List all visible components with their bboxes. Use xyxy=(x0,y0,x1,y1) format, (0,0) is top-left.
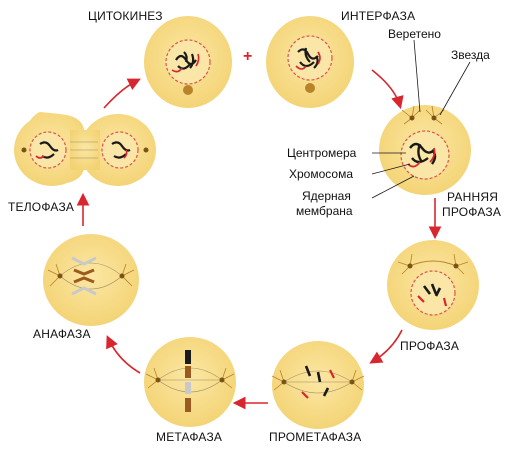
cell-early-prophase xyxy=(379,105,471,195)
label-prophase: ПРОФАЗА xyxy=(400,339,460,353)
part-leader-lines xyxy=(371,39,471,199)
label-aster: Звезда xyxy=(451,48,490,62)
plus-sign: + xyxy=(243,48,253,65)
leader-aster xyxy=(439,61,471,116)
label-chromosome: Хромосома xyxy=(289,167,354,181)
label-nuclear-membrane-line1: Ядерная xyxy=(302,189,351,203)
label-nuclear-membrane-line2: мембрана xyxy=(296,204,353,218)
arrow-telophase-to-cytokinesis xyxy=(103,78,141,109)
label-early-prophase-line2: ПРОФАЗА xyxy=(442,205,502,219)
cell-anaphase xyxy=(43,234,139,326)
cell-telophase xyxy=(14,112,156,186)
cycle-arrows xyxy=(76,69,442,410)
cell-prometaphase xyxy=(271,341,365,429)
label-metaphase: МЕТАФАЗА xyxy=(156,430,223,444)
cell-prophase xyxy=(387,240,479,330)
cell-cytokinesis-daughter xyxy=(266,16,354,108)
label-anaphase: АНАФАЗА xyxy=(33,327,91,341)
label-interphase: ИНТЕРФАЗА xyxy=(341,9,416,23)
arrow-interphase-to-early-prophase xyxy=(371,69,404,110)
label-spindle: Веретено xyxy=(388,27,441,41)
cell-metaphase xyxy=(144,337,236,427)
label-early-prophase-line1: РАННЯЯ xyxy=(447,190,499,204)
label-centromere: Центромера xyxy=(287,146,357,160)
leader-chromosome xyxy=(371,163,411,175)
arrow-prophase-to-prometaphase xyxy=(369,329,403,364)
leader-nuclear-membrane xyxy=(371,175,415,199)
label-telophase: ТЕЛОФАЗА xyxy=(8,200,75,214)
arrow-metaphase-to-anaphase xyxy=(106,335,141,374)
label-cytokinesis: ЦИТОКИНЕЗ xyxy=(88,9,163,23)
leader-spindle xyxy=(413,39,421,113)
cell-cytokinesis xyxy=(144,16,232,108)
label-prometaphase: ПРОМЕТАФАЗА xyxy=(269,430,362,444)
